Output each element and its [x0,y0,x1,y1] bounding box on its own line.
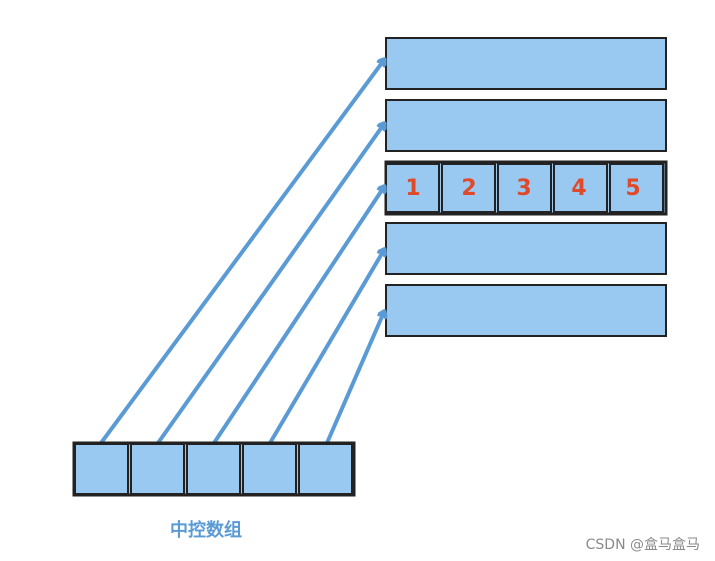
sub-array-box-4 [385,222,667,275]
cell-box-4 [553,163,608,213]
arrow-1 [99,60,384,445]
arrow-3 [212,187,384,445]
cell-box-2 [441,163,496,213]
control-cell-5 [298,443,353,495]
cell-box-5 [609,163,664,213]
arrow-5 [325,312,384,445]
arrow-4 [268,250,384,445]
cell-number-1: 1 [405,176,420,201]
control-cell-4 [242,443,297,495]
control-cell-2 [130,443,185,495]
sub-array-box-2 [385,99,667,152]
control-cell-1 [74,443,129,495]
control-cell-3 [186,443,241,495]
highlighted-row-cells: 1 2 3 4 5 [385,163,664,213]
cell-number-5: 5 [625,176,640,201]
sub-array-box-1 [385,37,667,90]
cell-box-3 [497,163,552,213]
control-array-label: 中控数组 [170,519,242,541]
cell-number-3: 3 [516,176,531,201]
watermark: CSDN @盒马盒马 [586,536,700,553]
control-array [72,441,356,497]
cell-number-4: 4 [571,176,586,201]
arrow-2 [156,124,384,445]
cell-number-2: 2 [461,176,476,201]
pointer-arrows [99,60,384,445]
sub-array-box-5 [385,284,667,337]
